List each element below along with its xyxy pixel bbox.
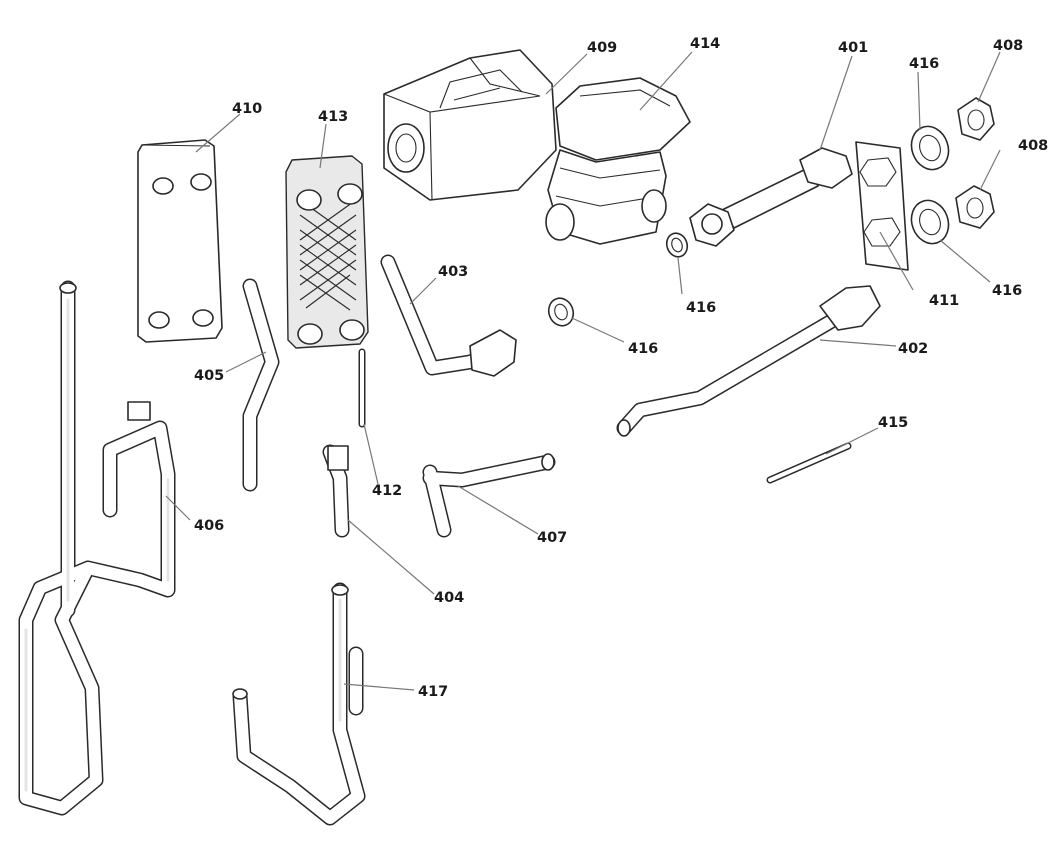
callout-416-top: 416 xyxy=(909,56,939,72)
callout-417: 417 xyxy=(418,684,448,700)
pipe-fills xyxy=(20,256,850,824)
callout-401: 401 xyxy=(838,40,868,56)
callout-408-top: 408 xyxy=(993,38,1023,54)
callout-402: 402 xyxy=(898,341,928,357)
part-416-seal-rings xyxy=(547,125,950,327)
callout-403: 403 xyxy=(438,264,468,280)
callout-411: 411 xyxy=(929,293,959,309)
part-408-union-nuts xyxy=(955,97,995,229)
callout-409: 409 xyxy=(587,40,617,56)
callout-413: 413 xyxy=(318,109,348,125)
pipe-fittings xyxy=(59,282,881,700)
callout-404: 404 xyxy=(434,590,464,606)
callout-410: 410 xyxy=(232,101,262,117)
callout-405: 405 xyxy=(194,368,224,384)
part-409-housing xyxy=(383,49,557,201)
part-414-pump xyxy=(545,77,691,245)
callout-407: 407 xyxy=(537,530,567,546)
pipe-outlines xyxy=(18,254,852,826)
part-410-plate-block xyxy=(137,139,223,343)
callout-408-bottom: 408 xyxy=(1018,138,1048,154)
part-411-gasket-plate xyxy=(855,141,909,271)
callout-412: 412 xyxy=(372,483,402,499)
callout-416-left: 416 xyxy=(628,341,658,357)
callout-416-right: 416 xyxy=(992,283,1022,299)
leader-lines xyxy=(165,51,1001,691)
callout-415: 415 xyxy=(878,415,908,431)
part-401-union-pipe xyxy=(689,147,853,247)
callout-416-center: 416 xyxy=(686,300,716,316)
callout-414: 414 xyxy=(690,36,720,52)
part-413-plate-heat-exchanger xyxy=(285,155,369,349)
callout-labels: 401 402 403 404 405 406 407 408 408 409 … xyxy=(194,36,1048,700)
callout-406: 406 xyxy=(194,518,224,534)
